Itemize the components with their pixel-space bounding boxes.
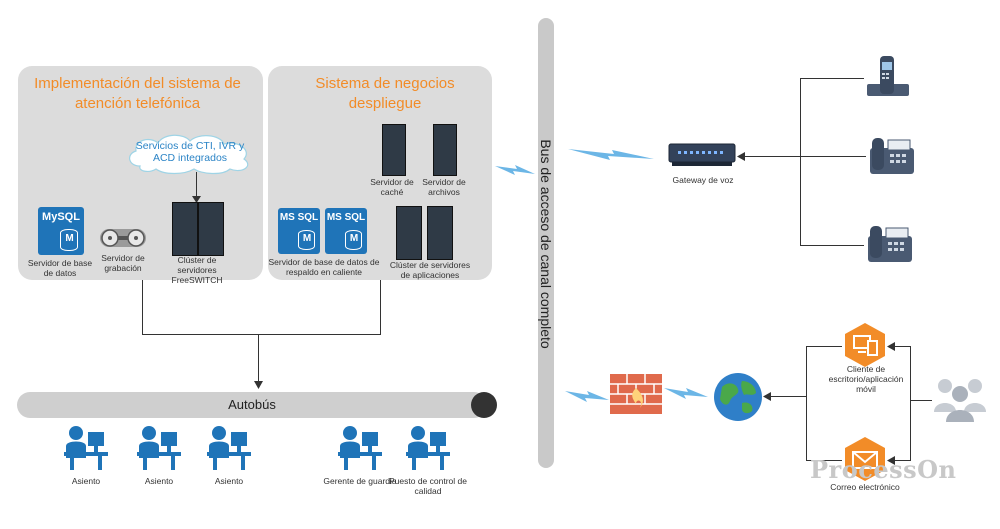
users-link [910,400,932,401]
client-branch-bottom [806,460,842,461]
seat-label: Asiento [144,476,174,486]
desktop-app-label: Cliente de escritorio/aplicación móvil [828,364,904,394]
internet-globe-icon [714,373,762,421]
agent-workstation-icon [338,426,382,470]
recorder-icon [100,229,146,247]
seat-workstation [135,424,183,472]
agent-workstation-icon [406,426,450,470]
app-server-rack-1 [396,206,422,260]
voice-gateway-icon [668,143,736,166]
mssql-icon-1: MS SQL M [278,208,320,254]
vertical-bus-label: Bus de acceso de canal completo [538,139,554,349]
client-branch-top [806,346,842,347]
mssql-icon-2: MS SQL M [325,208,367,254]
cache-server-rack [382,124,406,176]
phone-branch-3 [800,245,864,246]
users-branch-top [894,346,911,347]
users-branch-bottom [894,460,911,461]
mysql-icon: MySQL M [38,207,84,255]
phone-branch-1 [800,78,864,79]
users-trunk [910,346,911,460]
phone-branch-2 [800,156,866,157]
freeswitch-server-rack-1 [172,202,198,256]
business-system-panel-title: Sistema de negocios despliegue [315,75,455,112]
processon-watermark: ProcessOn [810,455,957,484]
phone-tree-trunk [800,78,801,246]
right-panel-connector [380,280,381,334]
firewall-icon [610,374,662,414]
gateway-link [744,156,800,157]
app-server-rack-2 [427,206,453,260]
seat-label: Puesto de control de calidad [389,476,467,496]
agent-workstation-icon [137,426,181,470]
client-tree-trunk [806,346,807,460]
voice-gateway-label: Gateway de voz [672,175,734,185]
app-cluster-label: Clúster de servidores de aplicaciones [389,260,471,280]
bus-arrow-icon [254,381,263,389]
seat-label: Gerente de guardia [323,476,397,486]
seat-label: Asiento [214,476,244,486]
panels-join-line [142,334,381,335]
lightning-icon [664,388,708,399]
cache-server-label: Servidor de caché [370,177,414,197]
fax-phone-icon [870,138,914,174]
file-server-rack [433,124,457,176]
lightning-icon [565,391,609,402]
globe-arrow-icon [763,392,771,401]
seat-workstation [404,424,452,472]
cloud-shape [129,134,249,175]
freeswitch-cluster-label: Clúster de servidores FreeSWITCH [171,255,223,285]
agent-workstation-icon [64,426,108,470]
horizontal-bus: Autobús [17,392,487,418]
seat-label: Asiento [71,476,101,486]
vertical-bus [538,18,554,468]
cordless-phone-icon [867,56,909,96]
gateway-arrow-icon [737,152,745,161]
desktop-arrow-icon [887,342,895,351]
cloud-connector [196,172,197,198]
email-arrow-icon [887,456,895,465]
email-label: Correo electrónico [830,482,900,492]
bus-drop-line [258,334,259,382]
seat-workstation [336,424,384,472]
mssql-backup-label: Servidor de base de datos de respaldo en… [268,257,380,277]
recording-server-label: Servidor de grabación [101,253,145,273]
users-group-icon [934,379,986,422]
lightning-icon [568,149,654,160]
freeswitch-server-rack-2 [198,202,224,256]
agent-workstation-icon [207,426,251,470]
cloud-arrow-icon [192,196,201,203]
left-panel-connector [142,280,143,334]
fax-phone-icon [868,226,912,262]
globe-link [770,396,806,397]
desktop-app-icon [845,323,885,367]
email-icon [845,437,885,481]
lightning-icon [495,165,535,175]
call-center-panel-title: Implementación del sistema de atención t… [34,75,241,112]
cloud-text: Servicios de CTI, IVR y ACD integrados [135,140,245,164]
horizontal-bus-end-cap [471,392,497,418]
file-server-label: Servidor de archivos [422,177,466,197]
seat-workstation [205,424,253,472]
mysql-server-label: Servidor de base de datos [27,258,93,278]
seat-workstation [62,424,110,472]
